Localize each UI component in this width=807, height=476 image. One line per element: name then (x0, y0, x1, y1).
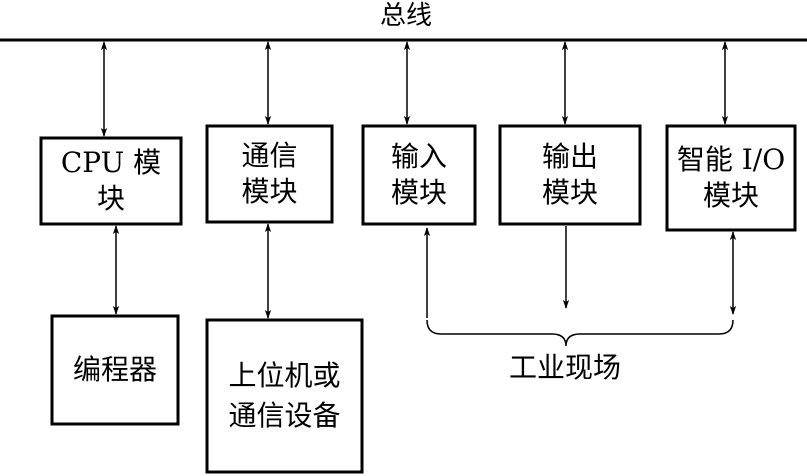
cpu-module-box (39, 136, 183, 226)
comm-module-box (205, 124, 334, 224)
smart-io-module-box (665, 124, 797, 232)
field-label: 工业现场 (508, 351, 621, 384)
input-module-box (361, 124, 477, 226)
bus-label: 总线 (379, 1, 432, 31)
programmer-box (50, 314, 180, 426)
output-module-box (498, 124, 642, 226)
field-brace (426, 319, 734, 347)
output-module-label: 输出模块 (541, 140, 598, 209)
cpu-module-label: CPU 模块 (60, 146, 162, 215)
host-device-label: 上位机或通信设备 (228, 359, 341, 432)
comm-module-label: 通信模块 (241, 139, 298, 208)
input-module-label: 输入模块 (390, 140, 447, 209)
programmer-label: 编程器 (72, 353, 157, 386)
host-device-box (205, 318, 364, 474)
